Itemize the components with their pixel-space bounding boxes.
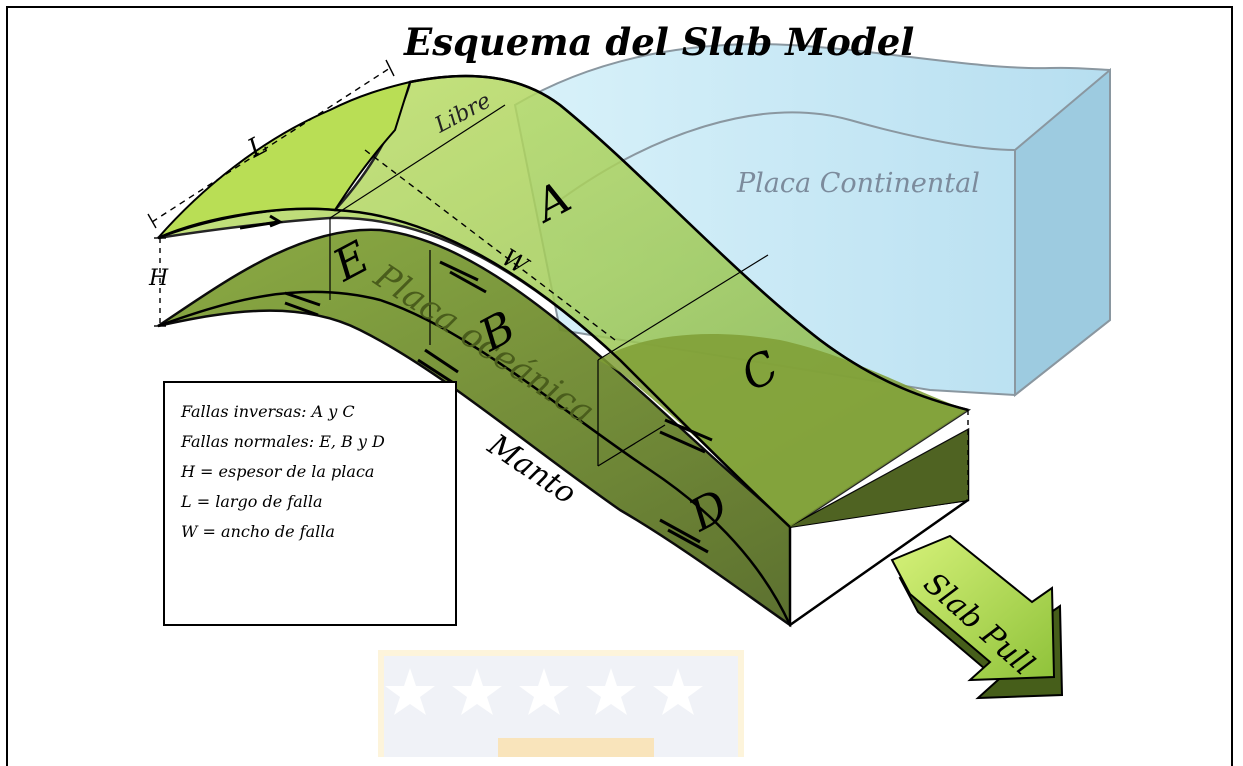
oceanic-slab bbox=[157, 74, 972, 628]
legend-item: W = ancho de falla bbox=[181, 522, 335, 541]
dimension-lines bbox=[147, 59, 969, 625]
fault-motion-arrows bbox=[239, 214, 713, 554]
watermark-logo bbox=[378, 650, 744, 757]
placa-continental-label: Placa Continental bbox=[736, 168, 980, 199]
dimension-h-label: H bbox=[148, 266, 169, 291]
legend-box: Fallas inversas: A y C Fallas normales: … bbox=[163, 381, 457, 626]
slab-pull-arrow bbox=[890, 534, 1064, 700]
legend-item: L = largo de falla bbox=[181, 492, 323, 511]
legend-item: Fallas normales: E, B y D bbox=[181, 432, 385, 451]
figure-frame bbox=[6, 6, 1233, 766]
legend-item: H = espesor de la placa bbox=[181, 462, 375, 481]
diagram-title: Esquema del Slab Model bbox=[403, 20, 914, 64]
legend-item: Fallas inversas: A y C bbox=[181, 402, 355, 421]
